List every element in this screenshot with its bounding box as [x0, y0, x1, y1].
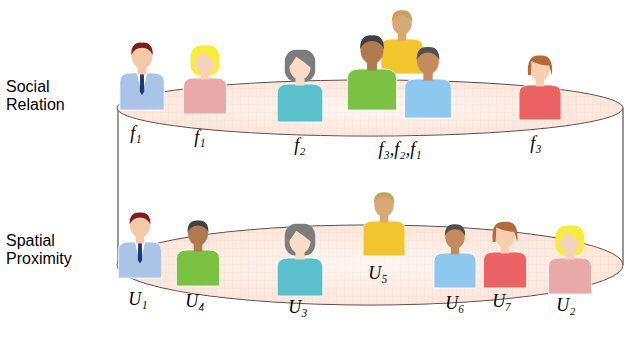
person-icon — [381, 10, 423, 74]
person-icon — [176, 220, 219, 286]
user-symbol: U₃ — [288, 298, 307, 318]
person-icon — [120, 43, 164, 110]
node-symbol: f₁ — [194, 128, 205, 148]
node-symbol: f₃,f₂,f₁ — [379, 140, 422, 160]
node-symbol: f₂ — [294, 136, 305, 156]
node-symbol: f₃ — [530, 134, 541, 154]
user-symbol: U₄ — [185, 292, 204, 312]
person-icon — [277, 224, 323, 296]
person-icon — [405, 47, 452, 118]
layer-title: Social Relation — [4, 78, 88, 113]
user-symbol: U₁ — [128, 290, 147, 310]
person-icon — [183, 46, 226, 114]
person-icon — [483, 222, 526, 288]
person-icon — [548, 226, 591, 294]
person-icon — [363, 192, 405, 256]
person-icon — [519, 56, 561, 120]
user-symbol: U₅ — [368, 264, 387, 284]
person-icon — [118, 212, 161, 278]
user-symbol: U₂ — [556, 296, 575, 316]
node-symbol: f₁ — [130, 124, 141, 144]
person-icon — [277, 50, 323, 122]
person-icon — [347, 35, 396, 110]
people-icons — [118, 10, 591, 296]
user-symbol: U₇ — [492, 292, 511, 312]
layer-title: Spatial Proximity — [4, 232, 88, 267]
person-icon — [434, 224, 476, 288]
user-symbol: U₆ — [445, 294, 464, 314]
